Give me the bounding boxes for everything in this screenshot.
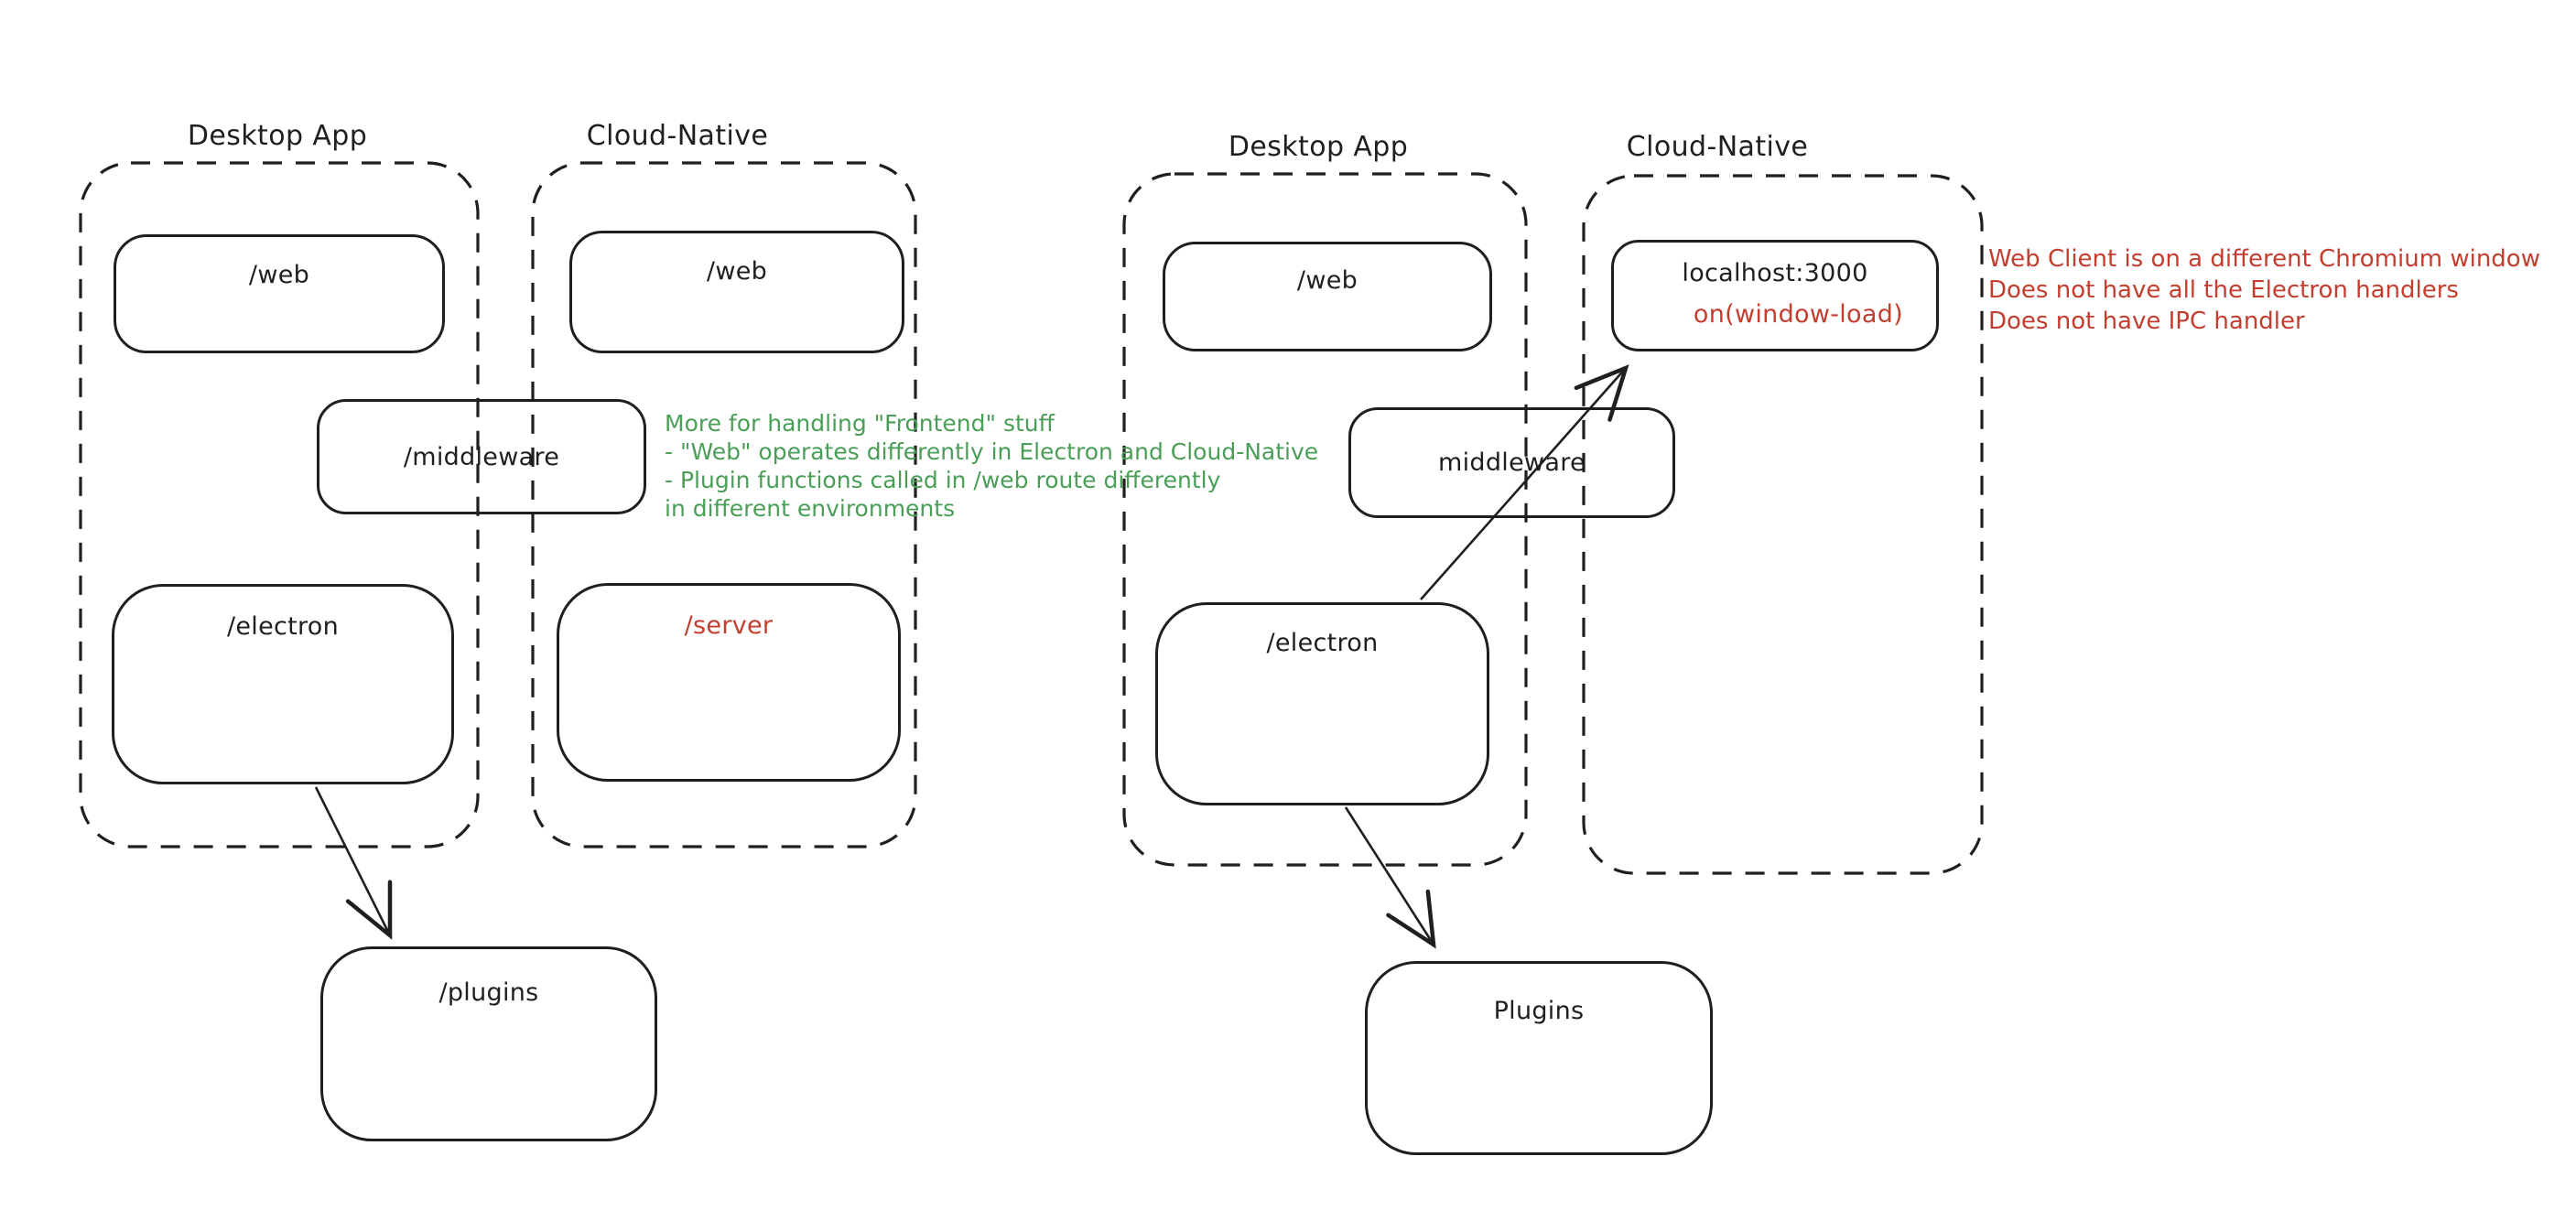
right-electron-box[interactable]: /electron (1155, 602, 1489, 805)
left-server-label: /server (684, 611, 774, 640)
right-desktop-web-box[interactable]: /web (1163, 242, 1492, 351)
left-plugins-box[interactable]: /plugins (320, 946, 657, 1141)
left-cloud-title[interactable]: Cloud-Native (586, 120, 769, 152)
note-line: Does not have all the Electron handlers (1988, 276, 2459, 304)
left-cloud-web-box[interactable]: /web (569, 231, 904, 353)
right-plugins-box[interactable]: Plugins (1365, 961, 1713, 1155)
red-annotation[interactable]: Web Client is on a different Chromium wi… (1988, 243, 2540, 337)
left-middleware-label: /middleware (403, 442, 560, 471)
note-line: Does not have IPC handler (1988, 308, 2305, 335)
left-electron-label: /electron (226, 612, 340, 641)
right-desktop-container-outline[interactable] (1122, 172, 1528, 867)
right-cloud-title[interactable]: Cloud-Native (1626, 131, 1809, 163)
left-desktop-container-outline[interactable] (79, 161, 480, 848)
arrow-right-electron-to-plugins[interactable] (1344, 806, 1436, 949)
left-desktop-web-box[interactable]: /web (114, 234, 445, 353)
left-plugins-label: /plugins (438, 978, 539, 1007)
localhost-box[interactable]: localhost:3000 on(window-load) (1611, 240, 1939, 351)
left-electron-box[interactable]: /electron (112, 584, 454, 784)
right-middleware-label: middleware (1438, 448, 1586, 477)
localhost-label: localhost:3000 (1682, 259, 1868, 287)
on-window-load-label: on(window-load) (1693, 300, 1903, 329)
note-line: - Plugin functions called in /web route … (665, 467, 1221, 493)
left-middleware-box[interactable]: /middleware (317, 399, 646, 514)
right-desktop-web-label: /web (1296, 266, 1358, 295)
arrow-right-electron-to-localhost[interactable] (1420, 364, 1629, 600)
right-plugins-label: Plugins (1493, 997, 1585, 1025)
arrow-left-electron-to-plugins[interactable] (314, 786, 393, 940)
left-cloud-web-label: /web (706, 257, 768, 286)
left-desktop-title[interactable]: Desktop App (187, 120, 368, 152)
right-cloud-container-outline[interactable] (1582, 174, 1984, 875)
right-desktop-title[interactable]: Desktop App (1228, 131, 1409, 163)
note-line: - "Web" operates differently in Electron… (665, 438, 1319, 465)
note-line: in different environments (665, 495, 956, 522)
left-cloud-container-outline[interactable] (531, 161, 917, 848)
note-line: Web Client is on a different Chromium wi… (1988, 245, 2540, 273)
note-line: More for handling "Frontend" stuff (665, 410, 1055, 437)
right-electron-label: /electron (1266, 629, 1379, 657)
right-middleware-box[interactable]: middleware (1348, 407, 1675, 518)
left-desktop-web-label: /web (248, 261, 310, 289)
left-server-box[interactable]: /server (557, 583, 901, 782)
green-annotation[interactable]: More for handling "Frontend" stuff - "We… (665, 409, 1318, 523)
